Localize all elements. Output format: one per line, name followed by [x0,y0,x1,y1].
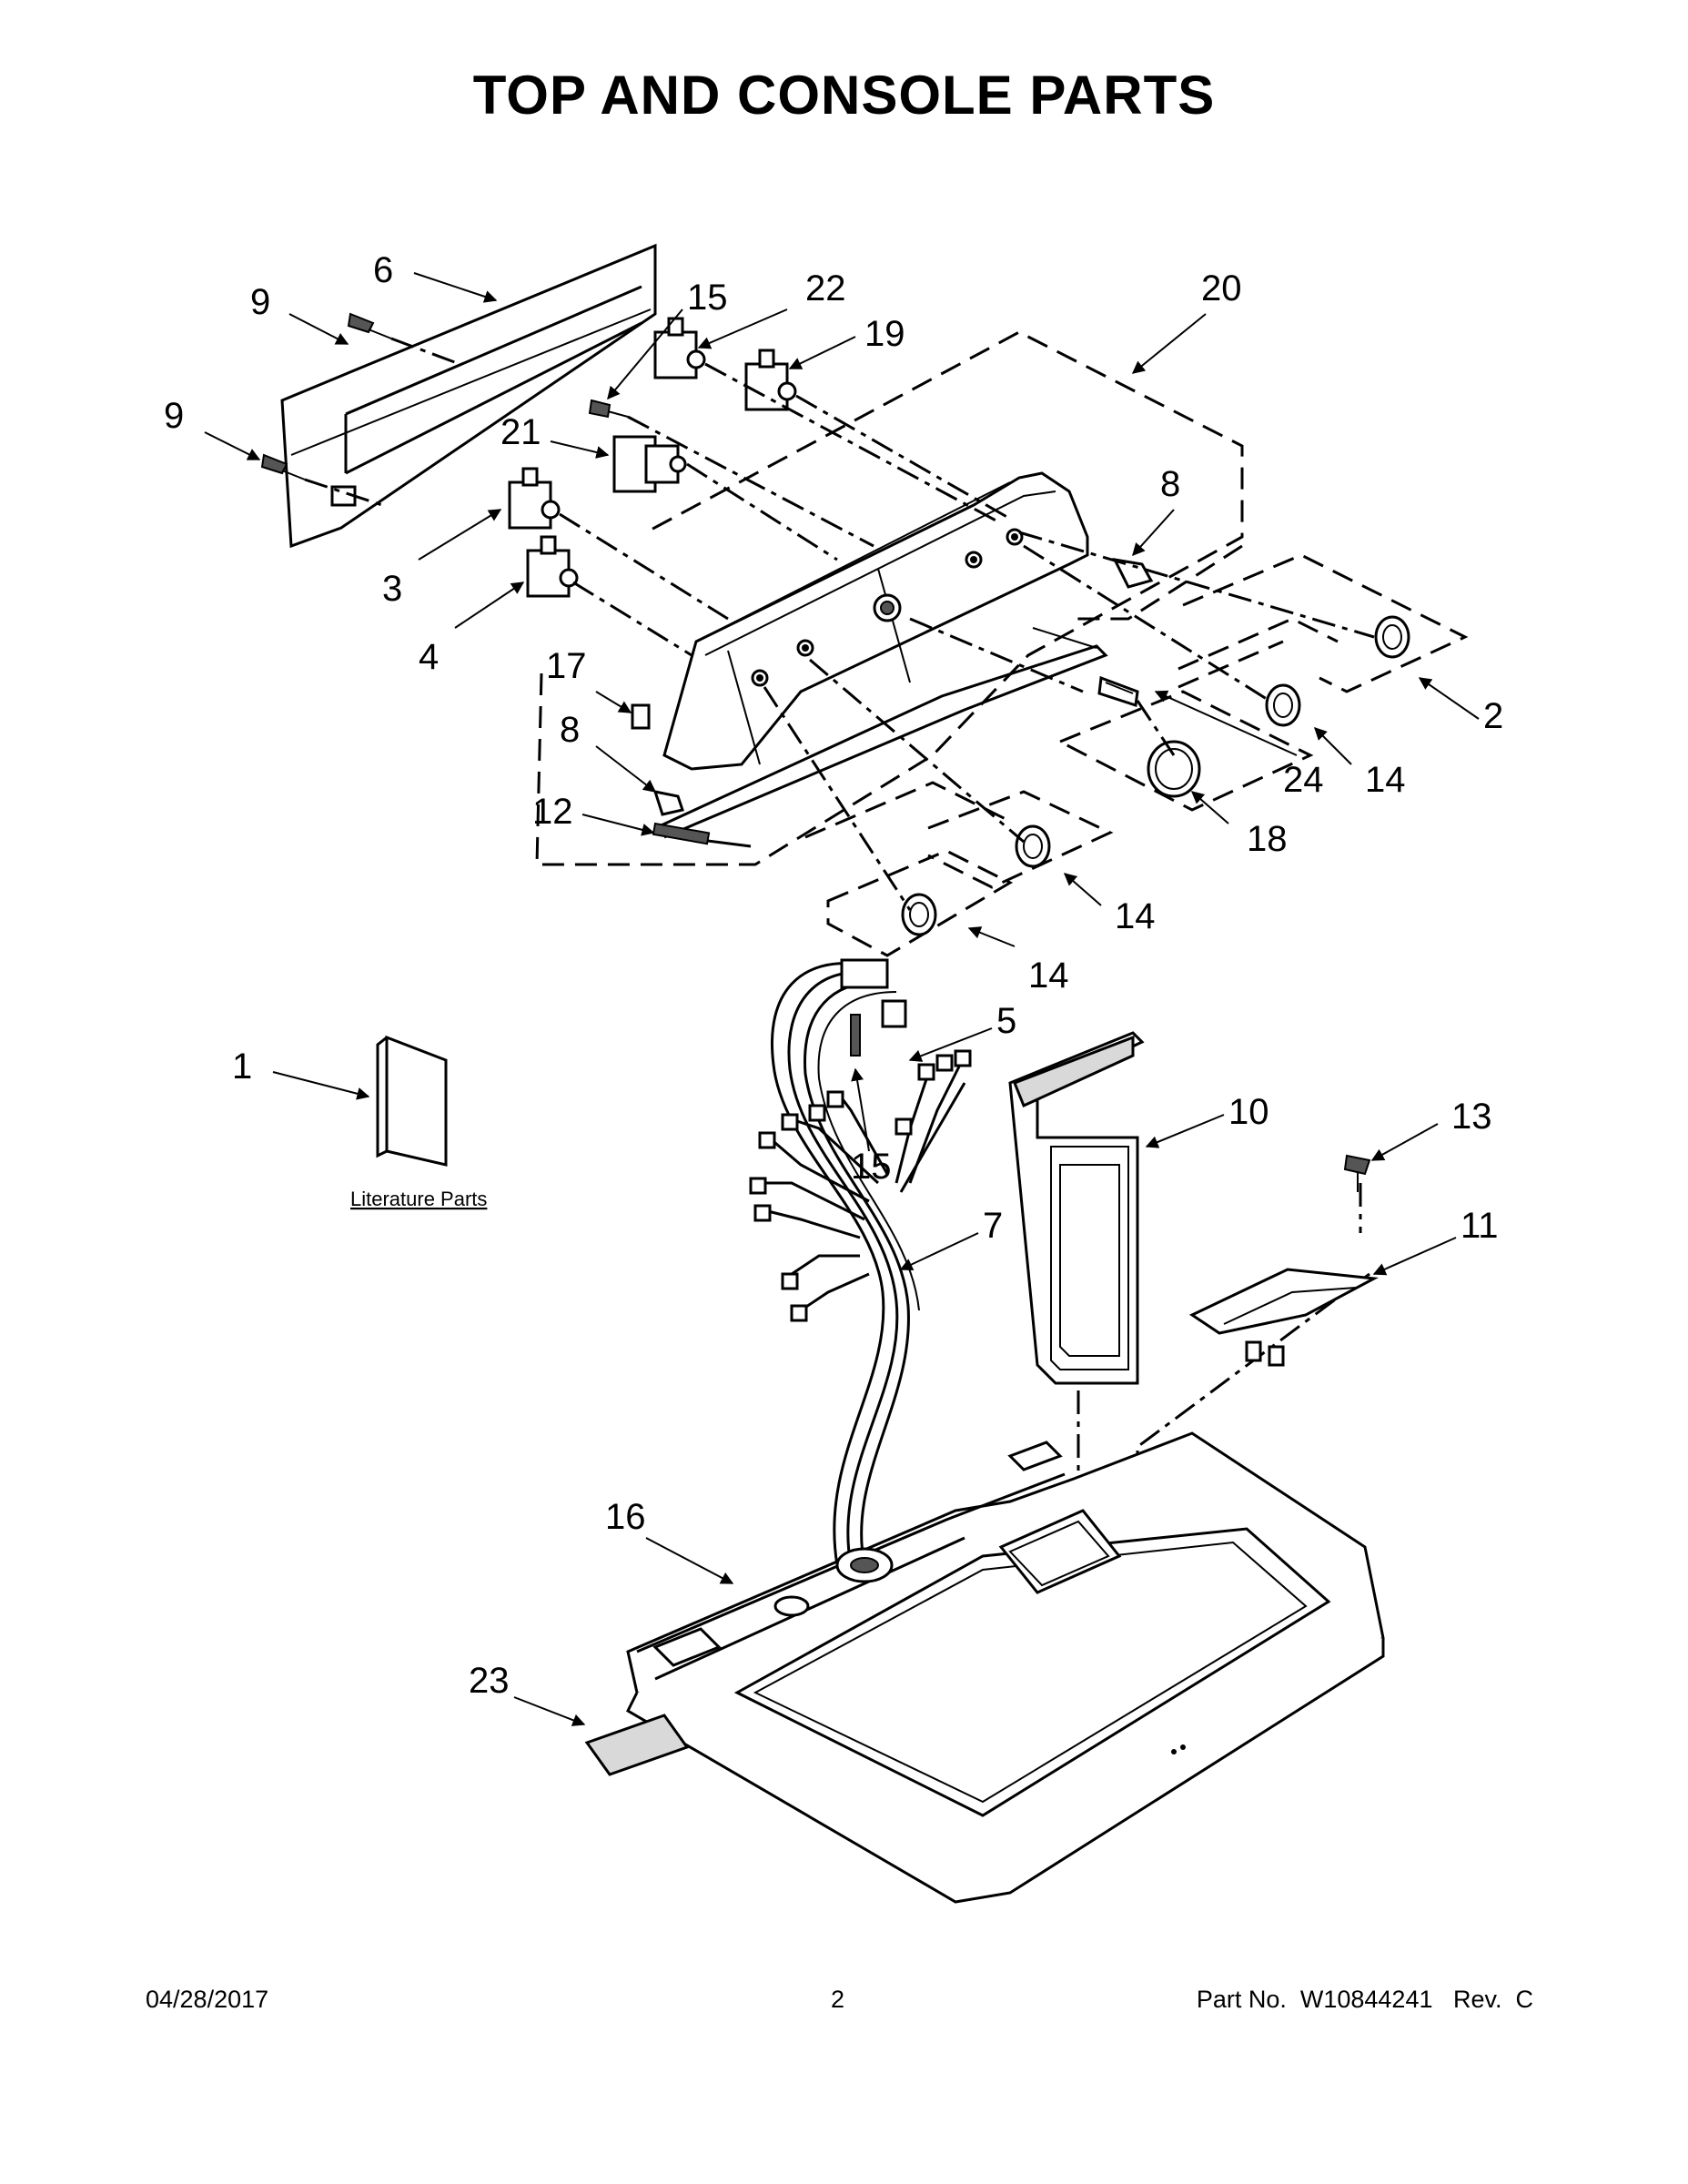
callout-24: 24 [1283,760,1324,800]
screw-24 [1097,675,1139,707]
footer-date: 04/28/2017 [146,1986,269,2013]
leader-arrows [204,272,1480,1726]
switch-22 [653,317,706,379]
callout-3: 3 [382,569,402,609]
footer-part-number: Part No. W10844241 Rev. C [1196,1986,1533,2013]
callout-23: 23 [469,1661,510,1701]
group-outline-knobs-left [804,781,1114,957]
knob-2 [1374,615,1410,659]
callout-14-lower: 14 [1028,956,1069,996]
callout-17: 17 [546,646,587,686]
callout-12: 12 [532,792,573,832]
callout-9-lower: 9 [164,396,184,436]
literature-parts-label: Literature Parts [350,1188,487,1210]
callout-14-right: 14 [1365,760,1406,800]
callout-16: 16 [605,1497,646,1537]
screw-15-lower [850,1014,861,1057]
page-title: TOP AND CONSOLE PARTS [472,65,1216,126]
knob-14-right [1265,683,1301,727]
assembly-lines [304,337,1375,1492]
switch-3 [508,467,561,530]
callout-11: 11 [1461,1206,1499,1246]
timer-21 [612,435,687,493]
screw-13 [1343,1154,1371,1192]
bracket-11 [1188,1268,1380,1367]
literature-booklet [376,1035,448,1167]
screw-9-upper [347,312,392,339]
label-23 [584,1714,690,1776]
switch-4 [526,535,579,598]
wire-harness-7 [749,958,972,1566]
callout-4: 4 [419,637,439,677]
back-panel-6 [280,243,657,549]
callout-15-upper: 15 [687,278,728,318]
top-panel-16 [626,1431,1385,1904]
callout-5: 5 [996,1001,1016,1041]
callout-15-lower: 15 [851,1147,892,1187]
callout-9-upper: 9 [250,282,270,322]
console-body [662,471,1089,771]
group-outline-knobs-right [1056,553,1469,812]
callout-20: 20 [1201,268,1242,308]
callout-10: 10 [1228,1092,1269,1132]
clip-8-right [1112,558,1154,589]
dispenser-10 [1008,1031,1145,1385]
callout-21: 21 [500,412,541,452]
clip-17 [631,703,651,730]
callout-8-right: 8 [1160,464,1180,504]
clip-8-left [652,790,684,816]
callout-14-middle: 14 [1115,896,1156,936]
group-outline-20 [535,330,1244,866]
callout-22: 22 [805,268,846,308]
screw-9-lower [260,453,306,480]
callout-labels: 1 2 3 4 5 6 7 8 8 9 9 10 11 12 13 14 14 … [164,250,1503,1701]
callout-7: 7 [983,1206,1003,1246]
callout-6: 6 [373,250,393,290]
callout-19: 19 [864,314,905,354]
footer-page-number: 2 [831,1986,845,2013]
callout-2: 2 [1483,696,1503,736]
screw-15-upper [588,399,629,419]
gasket-12 [652,627,1108,848]
knob-18 [1147,740,1201,798]
callout-8-left: 8 [560,710,580,750]
knob-14-lower [901,893,937,936]
callout-13: 13 [1451,1097,1492,1137]
callout-1: 1 [232,1046,252,1087]
knob-14-middle [1015,824,1051,868]
callout-18: 18 [1247,819,1288,859]
